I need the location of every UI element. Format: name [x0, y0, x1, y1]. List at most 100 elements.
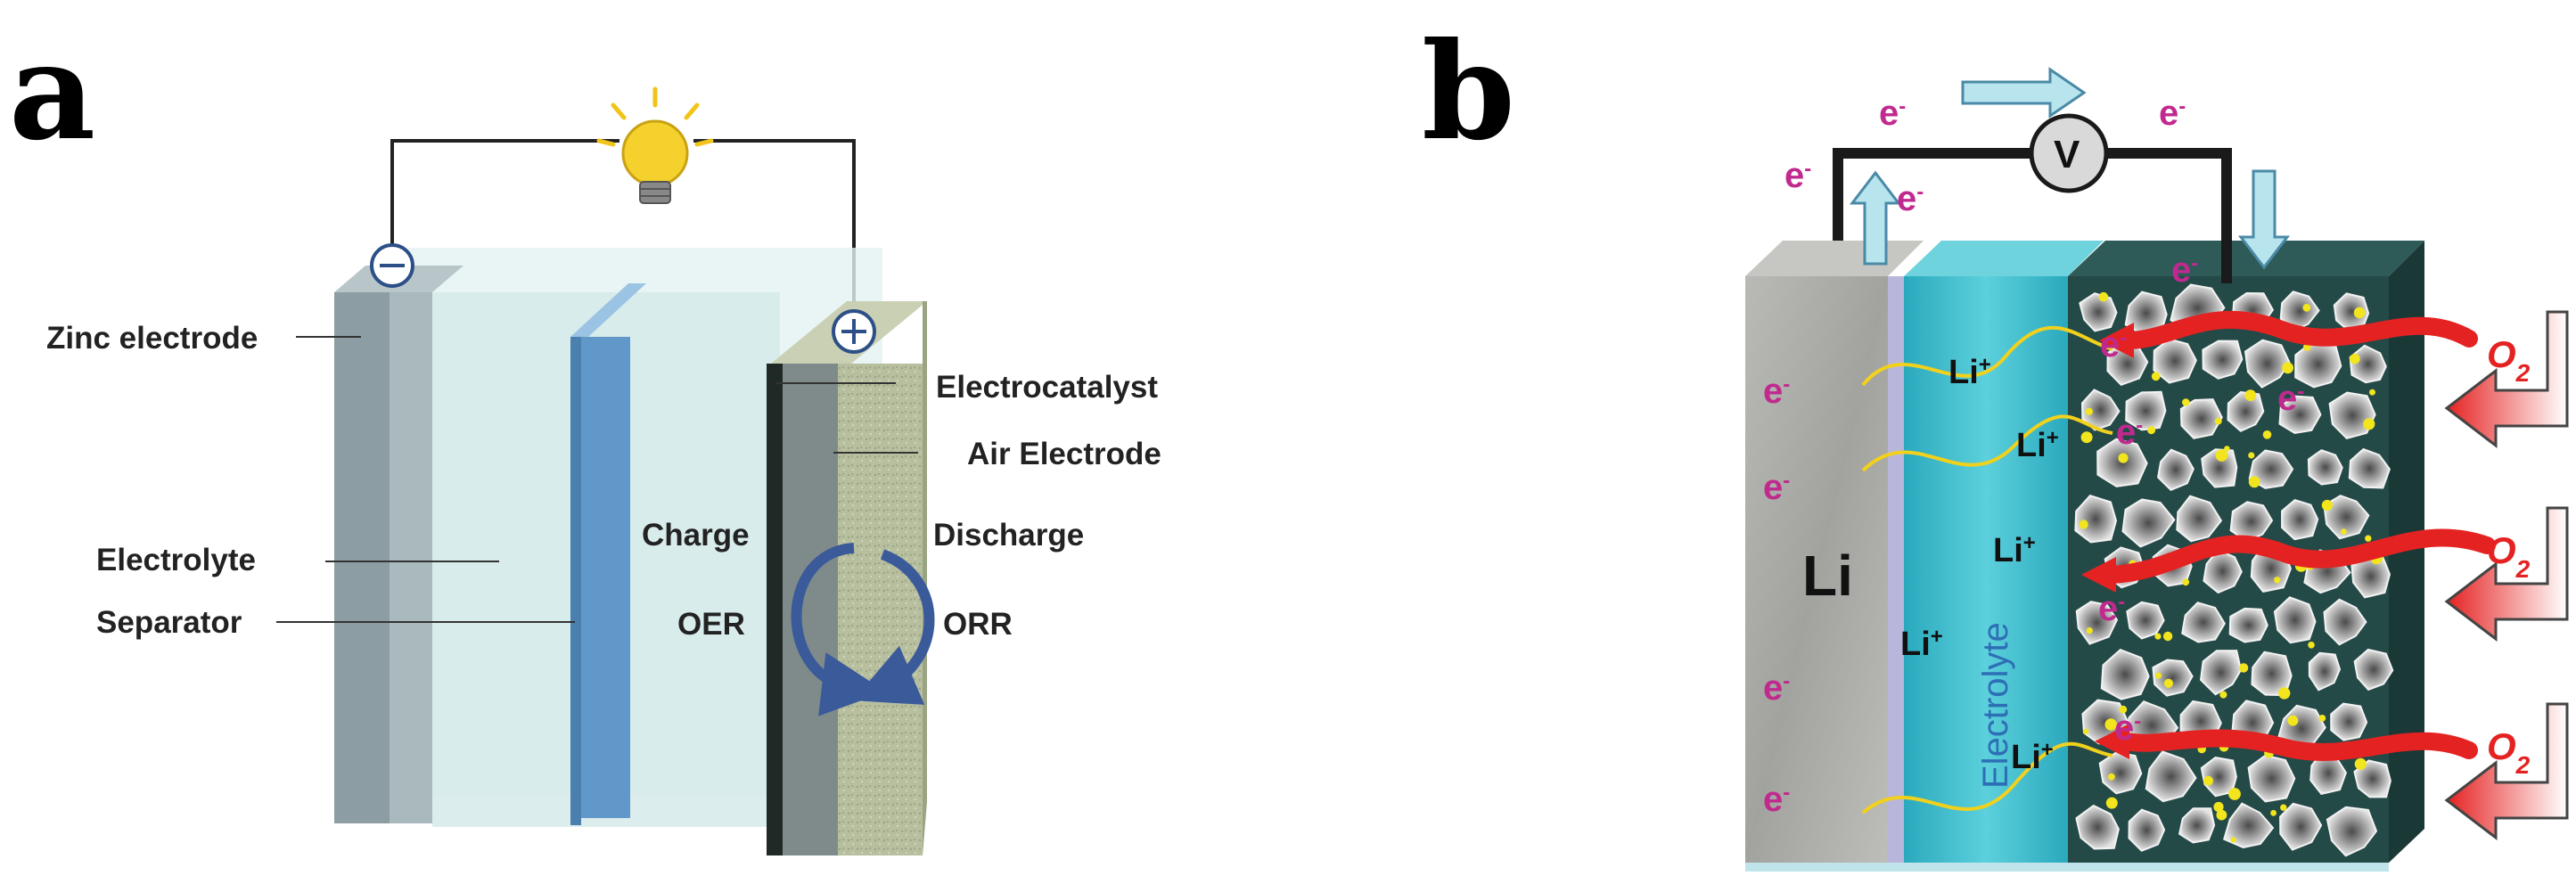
carbon-particle — [2326, 806, 2378, 857]
electron-cathode-5: e- — [2114, 708, 2141, 748]
electron-wire-left: e- — [1784, 156, 1811, 195]
li2o2-deposit — [2182, 398, 2190, 406]
li2o2-deposit — [2354, 757, 2367, 770]
label-separator: Separator — [96, 605, 242, 640]
carbon-particle — [2273, 596, 2317, 644]
carbon-particle — [2176, 495, 2223, 543]
lithium-anode — [1745, 241, 1924, 863]
carbon-particle — [2098, 751, 2143, 795]
li2o2-deposit — [2353, 307, 2366, 319]
li2o2-deposit — [2224, 446, 2230, 452]
label-charge: Charge — [642, 518, 750, 552]
li2o2-deposit — [2086, 627, 2093, 634]
carbon-particle — [2353, 648, 2394, 692]
li2o2-deposit — [2216, 809, 2227, 821]
o2-label-2: O2 — [2487, 529, 2531, 583]
leader-lines — [276, 336, 918, 623]
carbon-particle — [2153, 338, 2197, 384]
electron-flow-arrow-icon — [1849, 67, 2291, 270]
li-ion-labels: Li+ Li+ Li+ Li+ Li+ — [1900, 353, 2059, 777]
electron-top-left: e- — [1879, 94, 1906, 133]
cell-base — [1745, 863, 2389, 872]
li2o2-deposit — [2119, 705, 2128, 714]
li-ion-3: Li+ — [1993, 531, 2036, 570]
carbon-particle — [2121, 498, 2176, 548]
voltmeter-icon: V — [2029, 113, 2109, 193]
electron-li-4: e- — [1763, 780, 1790, 819]
li2o2-deposit — [2363, 418, 2375, 430]
carbon-particle — [2125, 390, 2167, 431]
carbon-particle — [2349, 344, 2387, 384]
li2o2-deposit — [2203, 775, 2213, 786]
carbon-particle — [2330, 702, 2368, 741]
carbon-particle — [2201, 448, 2238, 488]
charge-arrow-icon — [791, 543, 886, 716]
carbon-particle — [2157, 448, 2195, 491]
li2o2-deposit — [2274, 577, 2281, 584]
carbon-particle — [2100, 648, 2150, 700]
li2o2-deposit — [2280, 804, 2287, 811]
li2o2-deposit — [2215, 449, 2228, 462]
panel-a-letter: a — [9, 13, 95, 170]
carbon-particle — [2348, 447, 2391, 489]
li2o2-deposit — [2213, 801, 2224, 813]
carbon-particle — [2202, 340, 2244, 380]
label-electrocatalyst: Electrocatalyst — [936, 370, 1158, 405]
carbon-particle — [2178, 807, 2216, 844]
label-orr: ORR — [943, 607, 1013, 642]
lithium-label: Li — [1802, 544, 1853, 608]
separator-membrane — [570, 283, 646, 825]
carbon-particle — [2128, 808, 2166, 852]
zinc-electrode — [334, 266, 464, 823]
li2o2-deposit — [2321, 499, 2333, 512]
li2o2-deposit — [2080, 431, 2093, 444]
carbon-particle — [2308, 651, 2342, 692]
light-bulb-icon — [596, 86, 714, 204]
carbon-particle — [2279, 291, 2320, 332]
li2o2-deposit — [2278, 687, 2291, 700]
electron-top-right: e- — [2159, 94, 2186, 133]
li2o2-deposit — [2270, 809, 2277, 816]
carbon-particle — [2248, 449, 2294, 489]
li2o2-deposit — [2162, 631, 2173, 642]
label-discharge: Discharge — [933, 518, 1084, 552]
carbon-particle — [2145, 750, 2197, 803]
li2o2-deposit — [2151, 372, 2161, 381]
carbon-particle — [2278, 395, 2322, 435]
li2o2-deposit — [2083, 728, 2089, 734]
li2o2-deposit — [2341, 528, 2347, 535]
external-circuit-wire — [1833, 148, 2232, 283]
li2o2-deposit — [2154, 633, 2162, 640]
ion-paths — [1861, 325, 2113, 814]
li2o2-deposit — [2302, 303, 2311, 312]
carbon-particle — [2203, 548, 2243, 594]
carbon-particle — [2353, 759, 2391, 798]
carbon-particle — [2075, 601, 2119, 645]
carbon-particle — [2074, 495, 2118, 544]
li2o2-deposit — [2105, 797, 2118, 809]
carbon-particle — [2179, 398, 2223, 439]
discharge-arrow-icon — [852, 549, 935, 705]
li2o2-deposit — [2108, 773, 2115, 781]
panel-b-letter: b — [1422, 13, 1515, 170]
carbon-particle — [2323, 495, 2370, 540]
li-ion-1: Li+ — [1948, 353, 1991, 392]
voltmeter-label: V — [2054, 133, 2080, 176]
li2o2-deposit — [2248, 476, 2260, 488]
li2o2-deposit — [2147, 426, 2156, 435]
li2o2-deposit — [2098, 291, 2109, 302]
o2-inlet-arrow-icon — [2081, 310, 2569, 841]
carbon-particle — [2323, 598, 2367, 646]
carbon-particle — [2222, 802, 2275, 848]
li2o2-deposit — [2228, 788, 2241, 800]
electron-wire-mid: e- — [1897, 179, 1924, 218]
electron-labels: e- e- e- e- e- e- e- e- e- e- e- e- e- e… — [1763, 94, 2304, 819]
li2o2-deposit — [2079, 520, 2088, 529]
plus-terminal-icon — [832, 309, 876, 354]
electron-li-1: e- — [1763, 372, 1790, 411]
li2o2-deposit — [2244, 389, 2257, 401]
carbon-particle — [2075, 804, 2120, 850]
porous-cathode — [2068, 241, 2424, 863]
carbon-particle — [2181, 602, 2226, 643]
electron-cathode-4: e- — [2098, 589, 2125, 628]
